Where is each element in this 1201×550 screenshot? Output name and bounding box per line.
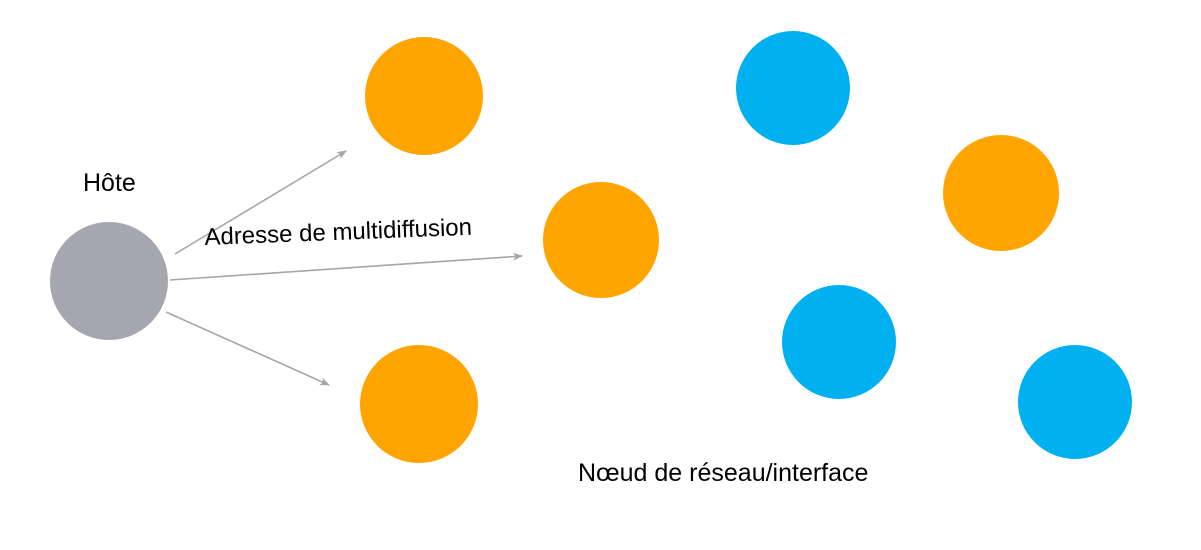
network-node-blue-3[interactable] bbox=[1018, 345, 1132, 459]
network-node-orange-2[interactable] bbox=[543, 182, 659, 298]
arrow-down bbox=[165, 311, 330, 386]
network-node-orange-1[interactable] bbox=[365, 37, 483, 155]
arrow-up bbox=[174, 150, 347, 255]
network-node-blue-2[interactable] bbox=[782, 285, 896, 399]
host-node[interactable] bbox=[50, 222, 168, 340]
network-node-orange-4[interactable] bbox=[943, 135, 1059, 251]
network-node-legend-label: Nœud de réseau/interface bbox=[578, 459, 869, 487]
network-node-orange-3[interactable] bbox=[360, 345, 478, 463]
network-node-blue-1[interactable] bbox=[736, 31, 850, 145]
host-label: Hôte bbox=[83, 169, 136, 197]
arrow-middle bbox=[169, 252, 523, 281]
